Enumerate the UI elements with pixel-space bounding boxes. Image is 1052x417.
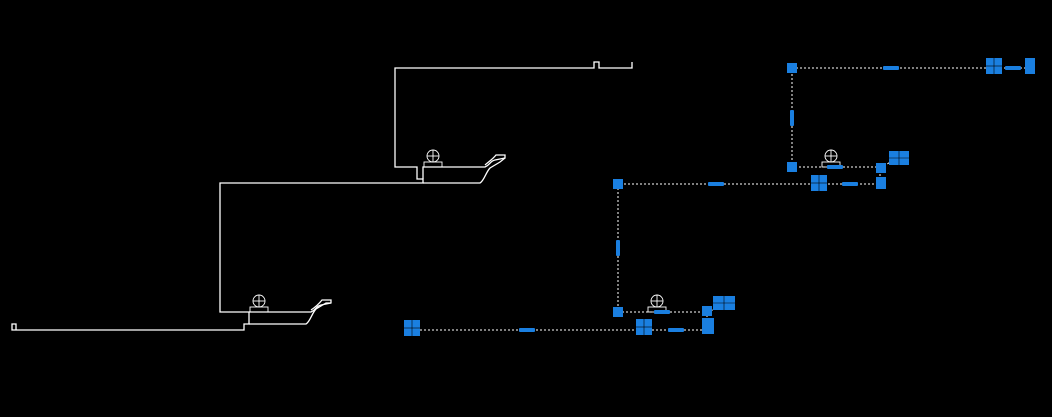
grip-icon[interactable] xyxy=(787,162,797,172)
grip-icon[interactable] xyxy=(876,177,886,189)
grip-icon[interactable] xyxy=(668,328,684,332)
grip-icon[interactable] xyxy=(842,182,858,186)
grip-icon[interactable] xyxy=(654,310,670,314)
grip-icon[interactable] xyxy=(702,318,714,334)
stair-profile-upper[interactable] xyxy=(11,61,633,331)
grip-icon[interactable] xyxy=(827,165,843,169)
stair-profile-selected[interactable] xyxy=(404,58,1035,336)
grip-icon[interactable] xyxy=(790,110,794,126)
grip-icon[interactable] xyxy=(787,63,797,73)
pedestal-symbol-icon xyxy=(647,294,667,313)
pedestal-symbol-icon xyxy=(423,149,443,168)
pedestal-symbol-icon xyxy=(821,149,841,168)
grip-icon[interactable] xyxy=(708,182,724,186)
grip-icon[interactable] xyxy=(876,163,886,173)
grip-icon[interactable] xyxy=(1025,58,1035,74)
grip-icon[interactable] xyxy=(616,240,620,256)
grip-icon[interactable] xyxy=(1005,66,1021,70)
grip-icon[interactable] xyxy=(883,66,899,70)
pedestal-symbol-icon xyxy=(249,294,269,313)
grip-icon[interactable] xyxy=(613,179,623,189)
grip-icon[interactable] xyxy=(613,307,623,317)
stair-profile-lower[interactable] xyxy=(249,294,332,325)
grip-icon[interactable] xyxy=(702,306,712,316)
grip-icon[interactable] xyxy=(519,328,535,332)
